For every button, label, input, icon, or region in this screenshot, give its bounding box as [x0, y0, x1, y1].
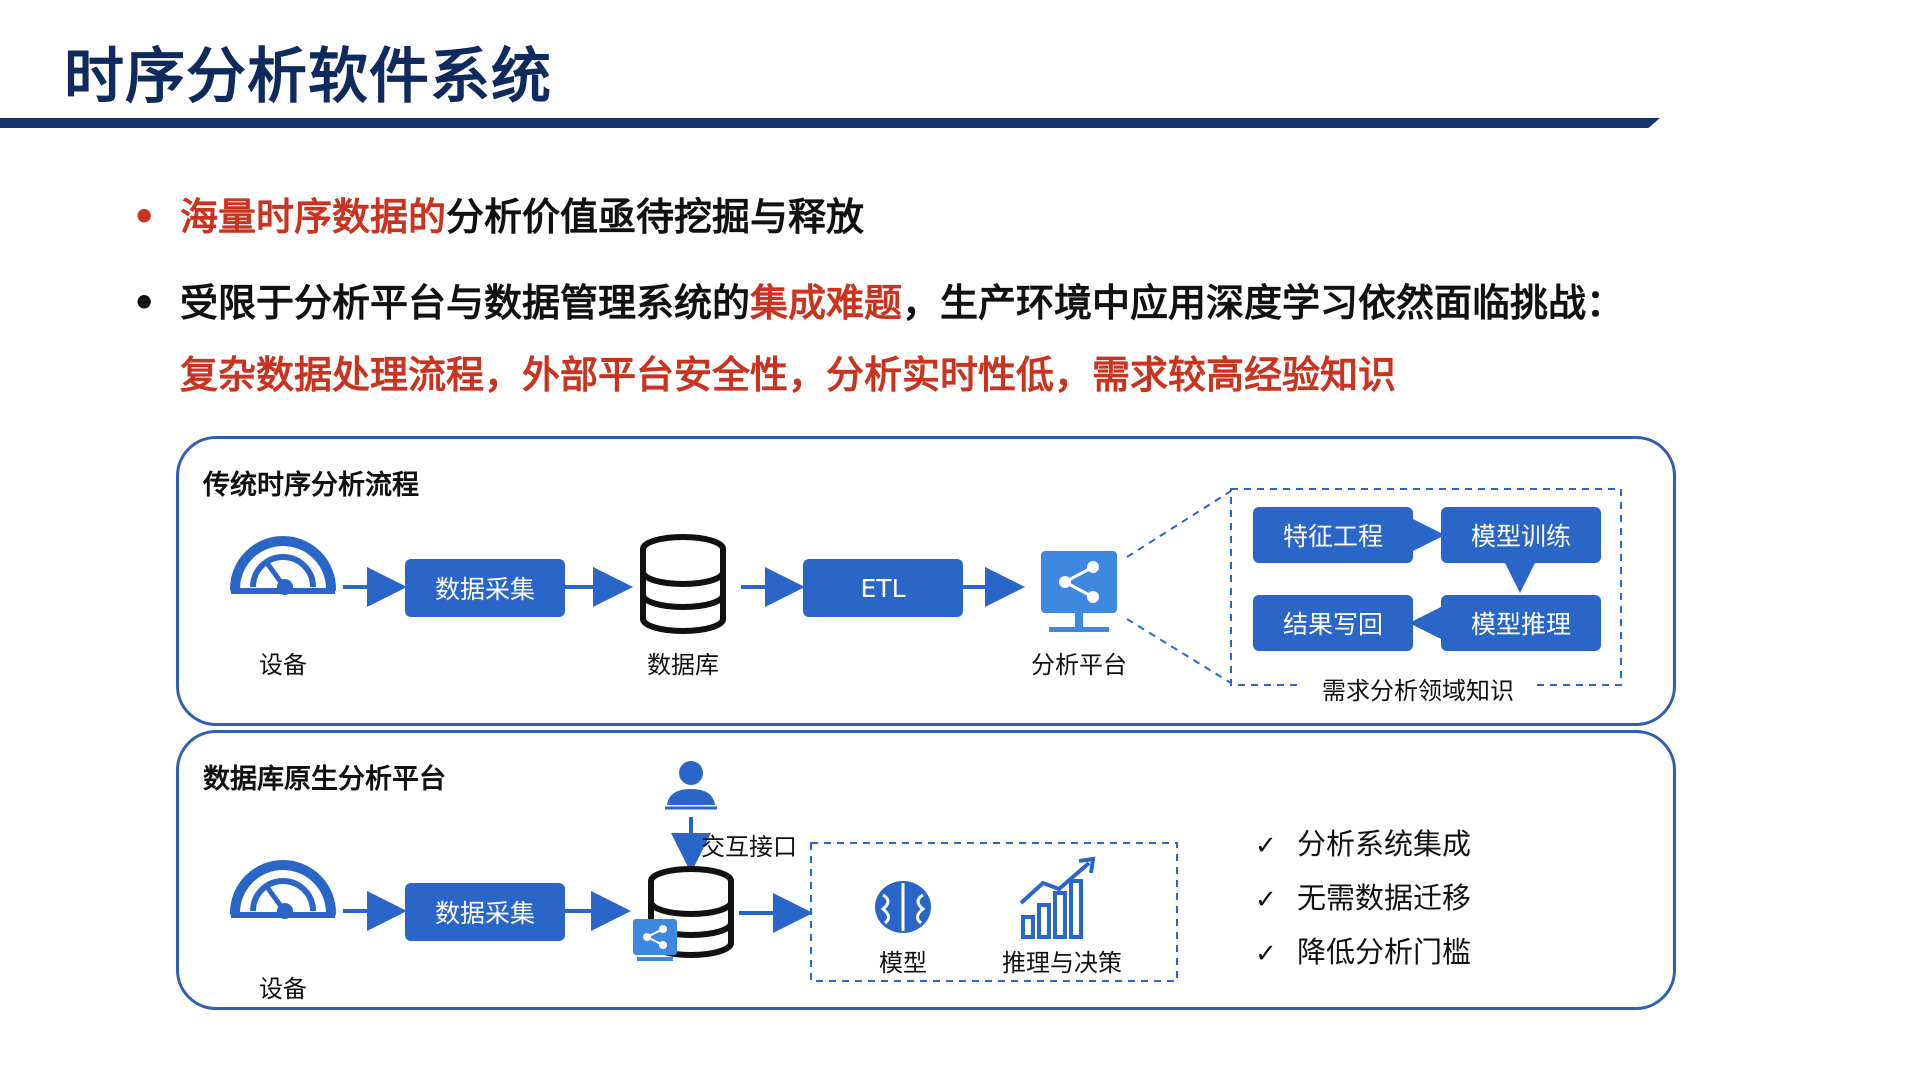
result-writeback-box: 结果写回: [1253, 595, 1413, 651]
native-panel-title: 数据库原生分析平台: [203, 764, 446, 795]
check-icon: ✓: [1255, 831, 1277, 861]
bullet-1-text: 分析价值亟待挖掘与释放: [446, 195, 865, 239]
traditional-panel-title: 传统时序分析流程: [203, 470, 419, 501]
traditional-pipeline-panel: 传统时序分析流程: [176, 436, 1676, 726]
etl-box: ETL: [803, 559, 963, 617]
gauge-icon: [230, 860, 336, 919]
bar-chart-rising-icon: [1019, 856, 1096, 939]
title-underline: [0, 118, 1660, 128]
domain-knowledge-label: 需求分析领域知识: [1303, 671, 1533, 706]
benefit-item-2: ✓无需数据迁移: [1255, 881, 1472, 915]
bullet-2: • 受限于分析平台与数据管理系统的集成难题，生产环境中应用深度学习依然面临挑战：: [132, 272, 1624, 327]
benefit-item-3: ✓降低分析门槛: [1255, 935, 1472, 969]
feature-engineering-box: 特征工程: [1253, 507, 1413, 563]
bullet-1: • 海量时序数据的分析价值亟待挖掘与释放: [132, 186, 864, 241]
page-title: 时序分析软件系统: [64, 42, 552, 112]
user-icon: [665, 761, 717, 810]
device-label: 设备: [259, 975, 307, 1003]
bullet-2-challenges: 复杂数据处理流程，外部平台安全性，分析实时性低，需求较高经验知识: [180, 353, 1397, 397]
data-collect-box: 数据采集: [405, 883, 565, 941]
analysis-platform-icon: [1041, 551, 1117, 632]
interaction-interface-label: 交互接口: [701, 833, 797, 861]
model-training-box: 模型训练: [1441, 507, 1601, 563]
bullet-2-text-post: ，生产环境中应用深度学习依然面临挑战：: [902, 281, 1625, 325]
check-icon: ✓: [1255, 939, 1277, 969]
inference-decision-label: 推理与决策: [1002, 949, 1122, 977]
bullet-1-highlight: 海量时序数据的: [180, 195, 447, 239]
model-label: 模型: [879, 949, 927, 977]
bullet-dot: •: [132, 281, 157, 325]
share-monitor-icon: [633, 919, 677, 961]
brain-model-icon: [875, 881, 931, 933]
native-diagram-graphics: [230, 761, 1178, 982]
in-db-analysis-box: [810, 842, 1178, 982]
bullet-2-text-pre: 受限于分析平台与数据管理系统的: [180, 281, 751, 325]
benefit-item-1: ✓分析系统集成: [1255, 827, 1472, 861]
database-label: 数据库: [647, 651, 719, 679]
check-icon: ✓: [1255, 885, 1277, 915]
database-icon: [640, 534, 726, 634]
bullet-dot: •: [132, 195, 157, 239]
analysis-platform-label: 分析平台: [1031, 651, 1127, 679]
bullet-2-highlight: 集成难题: [750, 281, 903, 325]
data-collect-box: 数据采集: [405, 559, 565, 617]
native-platform-panel: 数据库原生分析平台: [176, 730, 1676, 1010]
model-inference-box: 模型推理: [1441, 595, 1601, 651]
device-label: 设备: [259, 651, 307, 679]
gauge-icon: [230, 536, 336, 595]
